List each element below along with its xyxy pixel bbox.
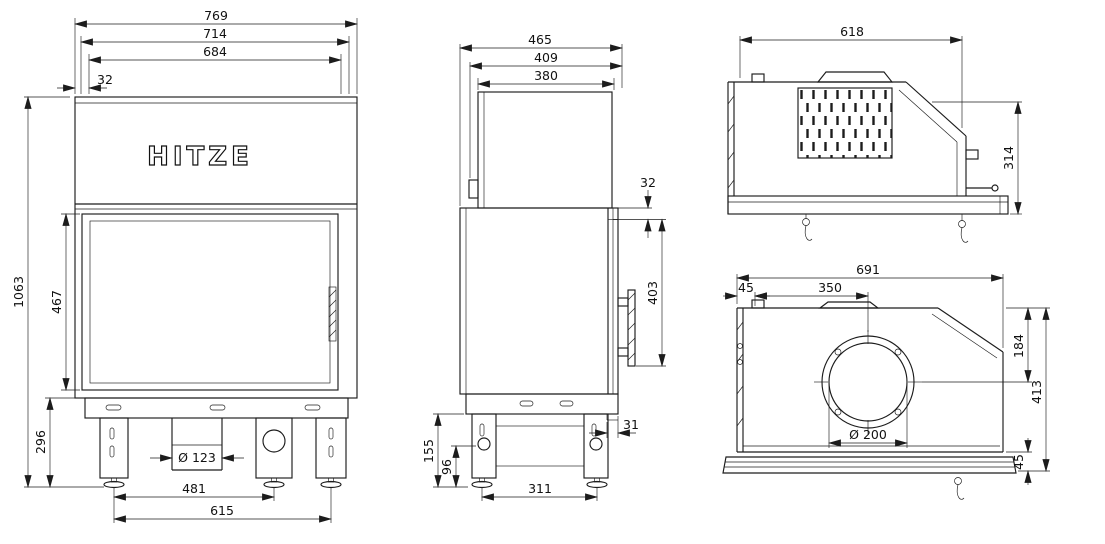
dim-front-frame-width: 714 [203, 26, 227, 41]
dim-side-glass-top-offset: 32 [640, 175, 656, 190]
top-view-outline [722, 299, 1017, 500]
section-view: 618 314 [727, 24, 1022, 243]
brand-logo: HITZE [147, 142, 253, 172]
dim-top-overall-depth: 413 [1029, 380, 1044, 404]
dim-top-flue-diameter: Ø 200 [849, 427, 887, 442]
top-view-dimensions: 691 45 350 184 413 45 [723, 262, 1050, 485]
dim-front-overall-width: 769 [204, 8, 228, 23]
dim-section-width: 618 [840, 24, 864, 39]
dim-front-overall-height: 1063 [11, 276, 26, 308]
side-base [465, 393, 619, 489]
dim-front-base-width: 615 [210, 503, 234, 518]
front-view-outline: HITZE [74, 96, 358, 489]
front-view: HITZE [11, 8, 359, 523]
dim-side-leg-spacing: 311 [528, 481, 552, 496]
dim-front-side-offset: 32 [97, 72, 113, 87]
dim-side-door-height: 403 [645, 281, 660, 305]
dim-front-door-height: 467 [49, 290, 64, 314]
front-base [84, 397, 349, 489]
intake-hole [262, 429, 286, 453]
dim-top-overall-width: 691 [856, 262, 880, 277]
flue-outlet [814, 330, 922, 434]
side-view: 465 409 380 32 403 31 [421, 32, 666, 501]
side-view-dimensions: 465 409 380 32 403 31 [421, 32, 666, 501]
dim-side-base-height: 155 [421, 439, 436, 463]
front-frame-strip [722, 456, 1017, 474]
dim-front-leg-spacing: 481 [182, 481, 206, 496]
section-view-outline [727, 71, 1009, 243]
side-handle [617, 289, 636, 367]
hanging-hook [802, 214, 969, 243]
dim-side-overall-depth: 465 [528, 32, 552, 47]
front-view-dimensions: 769 714 684 32 1063 467 [11, 8, 359, 523]
dim-section-height: 314 [1001, 146, 1016, 170]
dim-side-inner-depth: 409 [534, 50, 558, 65]
dim-top-flue-center-offset: 350 [818, 280, 842, 295]
dim-side-bottom-front-offset: 31 [623, 417, 639, 432]
section-view-dimensions: 618 314 [738, 24, 1022, 216]
dim-front-glass-width: 684 [203, 44, 227, 59]
hanging-hook [954, 477, 965, 500]
dim-front-base-height: 296 [33, 430, 48, 454]
flue-grill [797, 87, 893, 159]
dim-front-intake-diameter: Ø 123 [178, 450, 216, 465]
dim-top-front-frame-width: 45 [1011, 454, 1026, 470]
side-view-outline [459, 91, 636, 489]
dim-top-flue-center-from-rear: 184 [1011, 334, 1026, 358]
top-view: 691 45 350 184 413 45 [722, 262, 1050, 500]
door-handle [328, 286, 337, 342]
dim-side-top-depth: 380 [534, 68, 558, 83]
dim-side-foot-clearance: 96 [439, 459, 454, 475]
dim-top-side-glass-thickness: 45 [738, 280, 754, 295]
